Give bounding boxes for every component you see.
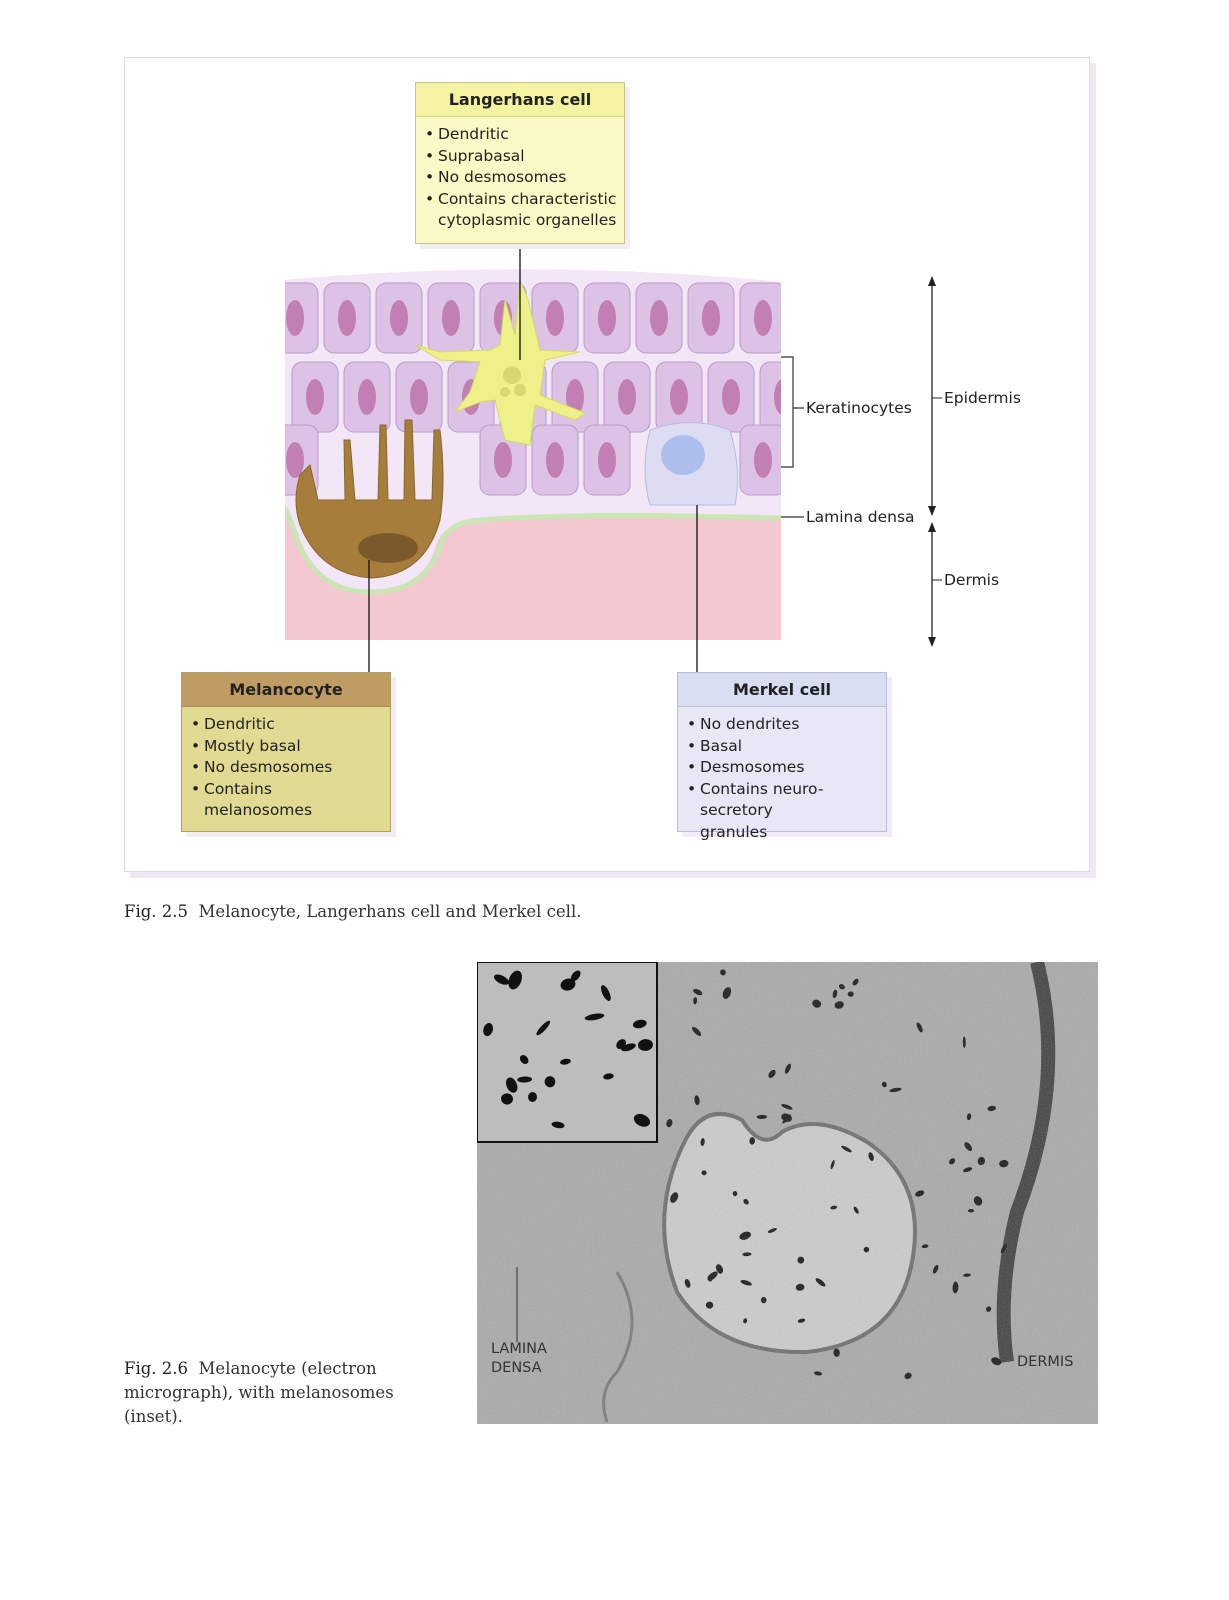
melanocyte-item: Dendritic [191,714,384,736]
keratinocyte-nucleus [442,300,460,336]
epidermis-diagram [285,244,942,672]
caption-text: Melanocyte (electron micrograph), with m… [124,1359,394,1426]
dermis-label: Dermis [944,571,1000,589]
merkel-cell-title: Merkel cell [678,673,886,707]
keratinocyte-nucleus [670,379,688,415]
caption-text: Melanocyte, Langerhans cell and Merkel c… [198,902,582,921]
melanosome [603,1073,614,1080]
micrograph-dermis-label: DERMIS [1017,1354,1074,1370]
langerhans-item: No desmosomes [425,167,618,189]
keratinocyte-nucleus [598,442,616,478]
langerhans-cell-box: Langerhans cell Dendritic Suprabasal No … [415,82,625,244]
melanosome [501,1093,513,1105]
melanocyte-item: No desmosomes [191,757,384,779]
keratinocyte-nucleus [338,300,356,336]
melanosome [519,1055,529,1064]
keratinocyte-nucleus [390,300,408,336]
keratinocyte-nucleus [722,379,740,415]
electron-micrograph [477,962,1098,1424]
melanosome [536,1020,551,1036]
melanosome [528,1091,537,1103]
caption-number: Fig. 2.6 [124,1359,189,1378]
melanosome [551,1121,565,1129]
keratinocyte-nucleus [286,300,304,336]
melanosome [601,985,611,1001]
keratinocyte-nucleus [774,379,781,415]
melanosome [505,1077,518,1093]
keratinocyte-nucleus [494,442,512,478]
melanosome [560,1058,571,1065]
melanocyte-box: Melancocyte Dendritic Mostly basal No de… [181,672,391,832]
micrograph-lamina-densa-label: LAMINA DENSA [491,1341,547,1376]
merkel-item: Desmosomes [687,757,880,779]
langerhans-item: Contains characteristic cytoplasmic orga… [425,189,618,232]
merkel-cell-box: Merkel cell No dendrites Basal Desmosome… [677,672,887,841]
lamina-densa-line [285,506,781,595]
melanocyte-item: Mostly basal [191,736,384,758]
melanosome [632,1019,647,1029]
melanocyte-title: Melancocyte [182,673,390,707]
melanosome-inset [477,962,658,1143]
figure-2-6-caption: Fig. 2.6 Melanocyte (electron micrograph… [124,1357,394,1429]
caption-number: Fig. 2.5 [124,902,189,921]
melanosome [544,1076,556,1088]
melanosome [493,974,509,985]
keratinocyte-nucleus [618,379,636,415]
keratinocyte-nucleus [358,379,376,415]
keratinocyte-nucleus [650,300,668,336]
keratinocyte-nucleus [410,379,428,415]
merkel-item: Contains neuro-secretory granules [687,779,840,844]
langerhans-item: Suprabasal [425,146,618,168]
epidermis-label: Epidermis [944,389,1021,407]
keratinocyte-nucleus [566,379,584,415]
keratinocyte [759,361,781,433]
melanosome [483,1023,494,1037]
keratinocyte-nucleus [286,442,304,478]
keratinocyte-nucleus [598,300,616,336]
melanosome [517,1076,532,1083]
merkel-item: Basal [687,736,880,758]
melanosome [616,1039,627,1050]
langerhans-cell-title: Langerhans cell [416,83,624,117]
keratinocyte-nucleus [306,379,324,415]
keratinocyte-nucleus [754,442,772,478]
keratinocyte-nucleus [546,300,564,336]
merkel-item: No dendrites [687,714,880,736]
melanosome [508,970,522,990]
melanosome [584,1013,605,1021]
melanosome [637,1039,654,1051]
lamina-densa-label: Lamina densa [806,508,915,526]
keratinocytes-label: Keratinocytes [806,399,912,417]
melanocyte-item: Contains melanosomes [191,779,384,822]
keratinocyte-nucleus [754,300,772,336]
melanosome [570,970,581,982]
figure-2-5-caption: Fig. 2.5 Melanocyte, Langerhans cell and… [124,900,581,924]
keratinocyte-nucleus [546,442,564,478]
langerhans-item: Dendritic [425,124,618,146]
melanosome [633,1113,651,1127]
keratinocyte-nucleus [702,300,720,336]
melanosome [560,978,576,991]
langerhans-cell [414,279,587,446]
